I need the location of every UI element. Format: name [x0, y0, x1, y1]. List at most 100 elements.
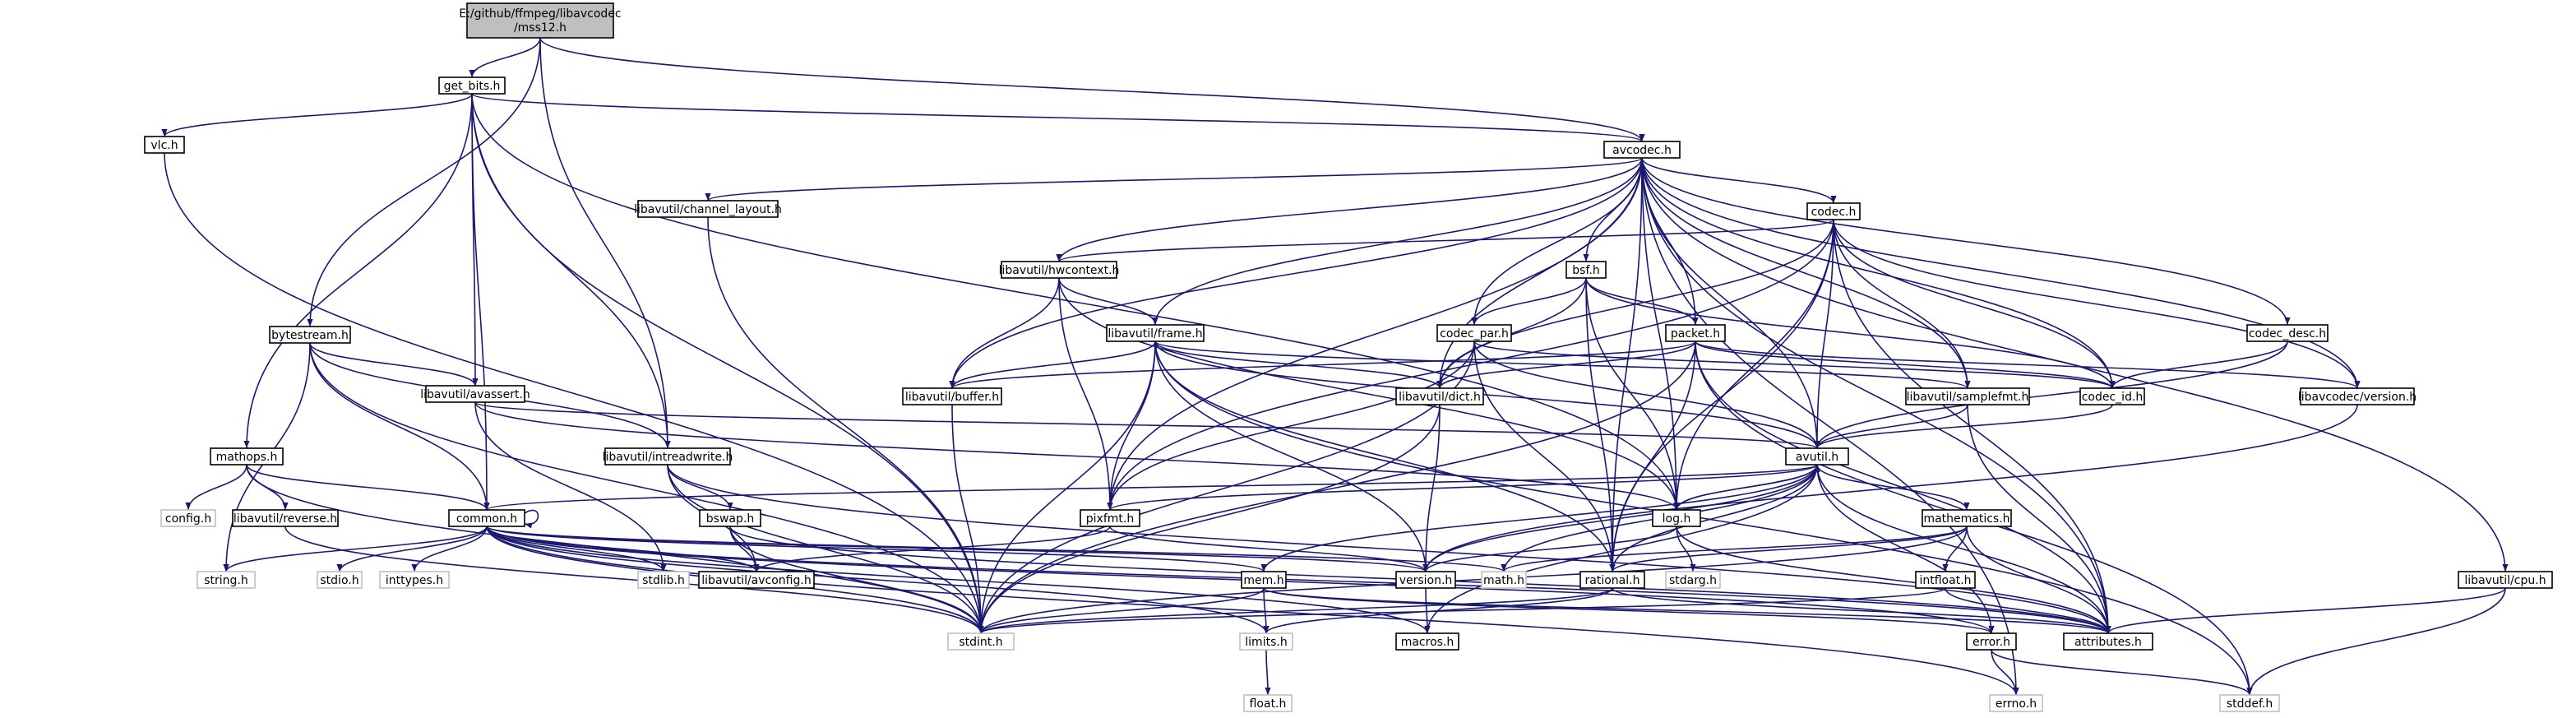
header-node-label: string.h — [204, 574, 248, 587]
dependency-edge — [978, 340, 1696, 634]
header-node-label: mathops.h — [216, 451, 278, 464]
dependency-edge — [1501, 526, 1968, 572]
header-node-label: libavutil/hwcontext.h — [999, 264, 1120, 277]
header-node-label: vlc.h — [150, 139, 178, 152]
header-node-hwcontext[interactable]: libavutil/hwcontext.h — [999, 261, 1120, 279]
header-node-label: common.h — [456, 512, 517, 526]
header-node-bytestream[interactable]: bytestream.h — [269, 326, 351, 344]
dependency-edge — [486, 526, 2019, 696]
dependency-edge — [951, 404, 984, 634]
header-node-dict[interactable]: libavutil/dict.h — [1395, 387, 1484, 405]
header-node-get-bits[interactable]: get_bits.h — [438, 76, 506, 95]
dependency-edge — [753, 526, 1111, 572]
header-node-codec-id[interactable]: codec_id.h — [2079, 387, 2145, 405]
header-node-buffer[interactable]: libavutil/buffer.h — [902, 387, 1002, 405]
header-node-rational[interactable]: rational.h — [1579, 571, 1645, 589]
dependency-edge — [1609, 526, 1968, 572]
dependency-edge — [1641, 157, 2019, 696]
header-node-macros[interactable]: macros.h — [1395, 632, 1459, 651]
header-node-cpu[interactable]: libavutil/cpu.h — [2458, 571, 2553, 589]
header-node-errno[interactable]: errno.h — [1989, 694, 2043, 712]
header-node-vlc[interactable]: vlc.h — [144, 136, 185, 154]
header-node-error[interactable]: error.h — [1966, 632, 2017, 651]
dependency-edge — [486, 526, 1507, 572]
header-node-label: libavutil/samplefmt.h — [1907, 391, 2029, 404]
dependency-edge — [411, 526, 488, 572]
header-node-label: config.h — [165, 512, 211, 526]
dependency-edge — [246, 464, 490, 511]
dependency-edge — [1154, 340, 1443, 389]
header-node-lavc-version[interactable]: libavcodec/version.h — [2298, 387, 2416, 405]
dependency-edge — [486, 526, 1270, 634]
dependency-edge — [949, 157, 1643, 389]
header-node-avutil[interactable]: avutil.h — [1785, 447, 1849, 466]
header-node-avassert[interactable]: libavutil/avassert.h — [420, 385, 530, 403]
header-node-avconfig[interactable]: libavutil/avconfig.h — [698, 571, 815, 589]
dependency-edge — [1265, 649, 1271, 696]
header-node-stdint[interactable]: stdint.h — [947, 632, 1015, 651]
dependency-edge — [336, 526, 488, 572]
header-node-label: libavutil/channel_layout.h — [634, 203, 782, 216]
header-node-codec-par[interactable]: codec_par.h — [1436, 324, 1512, 342]
dependency-edge — [1609, 340, 1696, 572]
dependency-edge — [307, 37, 541, 327]
dependency-edge — [474, 401, 1680, 511]
header-node-bswap[interactable]: bswap.h — [699, 509, 761, 527]
root-header-node[interactable]: E:/github/ffmpeg/libavcodec /mss12.h — [459, 2, 622, 39]
dependency-edge — [1833, 219, 2116, 389]
dependency-edge — [1641, 157, 1837, 204]
header-node-mem[interactable]: mem.h — [1241, 571, 1287, 589]
header-node-inttypes[interactable]: inttypes.h — [379, 571, 450, 589]
dependency-edge — [978, 587, 1613, 634]
header-node-avcodec[interactable]: avcodec.h — [1603, 141, 1681, 159]
header-node-samplefmt[interactable]: libavutil/samplefmt.h — [1905, 387, 2030, 405]
header-node-codec[interactable]: codec.h — [1806, 202, 1861, 220]
dependency-edge — [1612, 587, 2111, 634]
dependency-edge — [1676, 526, 1696, 572]
header-node-version[interactable]: version.h — [1395, 571, 1456, 589]
header-node-label: avutil.h — [1796, 451, 1838, 464]
dependency-edge — [185, 464, 247, 511]
header-node-stdarg[interactable]: stdarg.h — [1665, 571, 1721, 589]
header-node-codec-desc[interactable]: codec_desc.h — [2246, 324, 2329, 342]
dependency-edge — [1641, 157, 2116, 389]
header-node-pixfmt[interactable]: pixfmt.h — [1080, 509, 1140, 527]
header-node-packet[interactable]: packet.h — [1665, 324, 1726, 342]
header-node-stdlib[interactable]: stdlib.h — [637, 571, 690, 589]
header-node-common[interactable]: common.h — [448, 509, 525, 527]
header-node-bsf[interactable]: bsf.h — [1565, 261, 1607, 279]
header-node-float[interactable]: float.h — [1243, 694, 1293, 712]
dependency-edge — [471, 93, 479, 387]
header-node-config[interactable]: config.h — [160, 509, 216, 527]
dependency-edge — [1609, 464, 1818, 572]
header-node-stdio[interactable]: stdio.h — [317, 571, 363, 589]
root-header-path: E:/github/ffmpeg/libavcodec — [459, 7, 621, 21]
dependency-edge — [978, 587, 1265, 634]
dependency-edge — [1609, 219, 1834, 572]
header-node-stddef[interactable]: stddef.h — [2219, 694, 2280, 712]
header-node-intreadwrite[interactable]: libavutil/intreadwrite.h — [603, 447, 733, 466]
dependency-edge — [1422, 464, 1818, 572]
dependency-edge — [1585, 277, 1680, 511]
header-node-label: avcodec.h — [1612, 144, 1672, 157]
header-node-attributes[interactable]: attributes.h — [2063, 632, 2153, 651]
dependency-edge — [1436, 277, 1587, 389]
header-node-channel-layout[interactable]: libavutil/channel_layout.h — [634, 200, 782, 218]
dependency-edge — [309, 342, 490, 511]
header-node-string[interactable]: string.h — [197, 571, 256, 589]
dependency-edge — [474, 401, 1820, 449]
header-node-frame[interactable]: libavutil/frame.h — [1106, 324, 1205, 342]
header-node-limits[interactable]: limits.h — [1239, 632, 1293, 651]
dependency-edge — [1473, 340, 2116, 389]
dependency-edge — [309, 342, 479, 387]
dependency-edge — [1263, 464, 1820, 572]
header-node-mathematics[interactable]: mathematics.h — [1922, 509, 2012, 527]
dependency-edge — [1107, 340, 1475, 511]
header-node-log[interactable]: log.h — [1652, 509, 1701, 527]
header-node-math[interactable]: math.h — [1481, 571, 1527, 589]
header-node-reverse[interactable]: libavutil/reverse.h — [232, 509, 339, 527]
header-node-mathops[interactable]: mathops.h — [210, 447, 284, 466]
dependency-edge — [949, 277, 1060, 389]
header-node-intfloat[interactable]: intfloat.h — [1915, 571, 1976, 589]
header-node-label: libavutil/intreadwrite.h — [603, 451, 733, 464]
